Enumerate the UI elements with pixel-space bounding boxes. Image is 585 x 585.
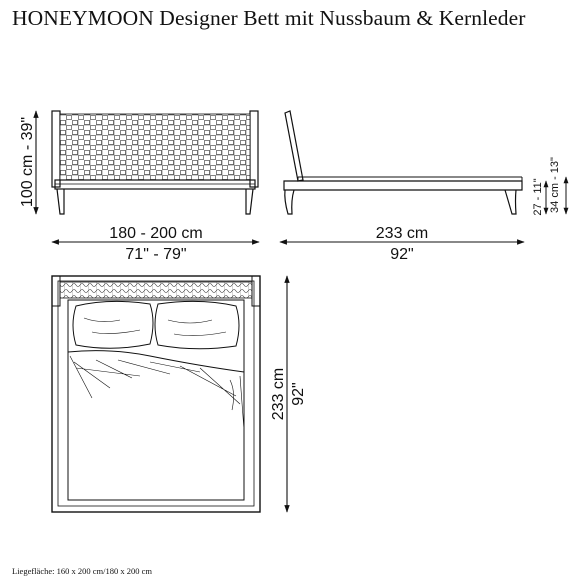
top-frame-inner [57,280,255,507]
duvet-folds [69,355,241,405]
right-post [249,110,259,188]
side-leg-head [284,189,295,215]
top-length-in-label: 92" [290,382,307,405]
width-in-label: 71" - 79" [125,246,186,263]
top-frame-outer [51,275,261,513]
pillow-right [154,300,240,350]
height-label: 100 cm - 39" [19,117,36,207]
side-view: 233 cm 92" 27 - 11" 34 cm - 13" [279,110,569,263]
front-view: 100 cm - 39" 180 - 200 cm 71" - 79" [19,110,260,263]
side-length-in-label: 92" [390,246,413,263]
mattress-height-label: 34 cm - 13" [549,157,561,213]
width-cm-label: 180 - 200 cm [109,225,202,242]
page-title: HONEYMOON Designer Bett mit Nussbaum & K… [12,6,526,30]
side-leg-foot [504,189,517,215]
mattress [67,299,245,501]
left-post [51,110,61,188]
footer-note: Liegefläche: 160 x 200 cm/180 x 200 cm [12,566,152,576]
frame-height-label: 27 - 11" [532,178,544,215]
top-view: 233 cm 92" [51,275,307,513]
top-length-cm-label: 233 cm [270,368,287,420]
bed-frame [54,179,256,190]
top-woven-headboard [59,281,253,299]
woven-headboard [59,113,251,181]
right-leg [245,188,254,215]
duvet [67,350,245,501]
side-frame [283,180,523,191]
side-length-cm-label: 233 cm [376,225,428,242]
pillow-left [72,300,154,349]
side-headboard [284,110,304,182]
left-leg [56,188,65,215]
